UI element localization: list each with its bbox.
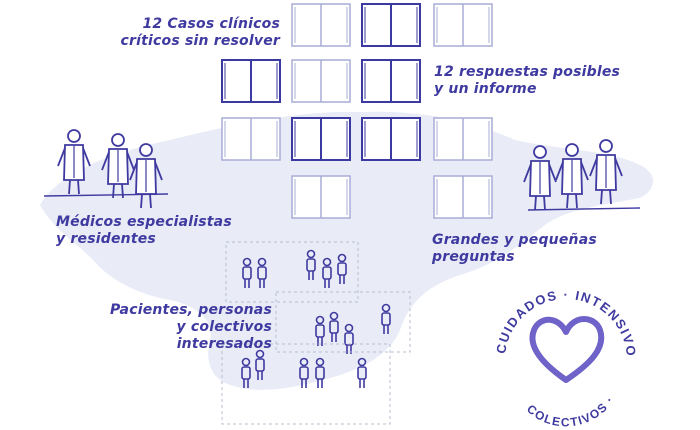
person-icon xyxy=(329,311,339,342)
doctor-icon xyxy=(57,129,91,195)
notebook-icon xyxy=(291,3,351,47)
person-icon xyxy=(242,257,252,288)
label-questions: Grandes y pequeñas preguntas xyxy=(432,232,597,265)
person-icon xyxy=(299,357,309,388)
map-silhouette xyxy=(40,111,654,390)
label-answers: 12 respuestas posibles y un informe xyxy=(434,64,621,97)
person-icon xyxy=(315,315,325,346)
doctor-icon xyxy=(523,145,557,211)
doctor-icon xyxy=(129,143,163,209)
person-icon xyxy=(322,257,332,288)
notebook-icon xyxy=(433,3,493,47)
group-frame xyxy=(275,291,411,353)
notebook-icon xyxy=(291,117,351,161)
person-icon xyxy=(337,253,347,284)
group-frame xyxy=(221,343,391,425)
label-cases: 12 Casos clínicos críticos sin resolver xyxy=(120,16,280,49)
person-icon xyxy=(257,257,267,288)
person-icon xyxy=(381,303,391,334)
doctor-icon xyxy=(101,133,135,199)
heart-icon xyxy=(529,316,605,383)
person-icon xyxy=(357,357,367,388)
notebook-icon xyxy=(221,117,281,161)
person-icon xyxy=(306,249,316,280)
notebook-icon xyxy=(361,117,421,161)
label-patients: Pacientes, personas y colectivos interes… xyxy=(109,302,272,352)
notebook-icon xyxy=(433,117,493,161)
notebook-icon xyxy=(433,175,493,219)
person-icon xyxy=(255,349,265,380)
label-doctors: Médicos especialistas y residentes xyxy=(56,214,232,247)
notebook-icon xyxy=(291,59,351,103)
group-frame xyxy=(225,241,359,303)
doctor-icon xyxy=(589,139,623,205)
ground-line xyxy=(527,207,641,211)
person-icon xyxy=(315,357,325,388)
ground-line xyxy=(43,193,169,197)
doctor-icon xyxy=(555,143,589,209)
badge-bottom-text: COLECTIVOS · xyxy=(524,393,617,429)
notebook-icon xyxy=(361,3,421,47)
notebook-icon xyxy=(291,175,351,219)
notebook-icon xyxy=(221,59,281,103)
person-icon xyxy=(241,357,251,388)
notebook-icon xyxy=(361,59,421,103)
